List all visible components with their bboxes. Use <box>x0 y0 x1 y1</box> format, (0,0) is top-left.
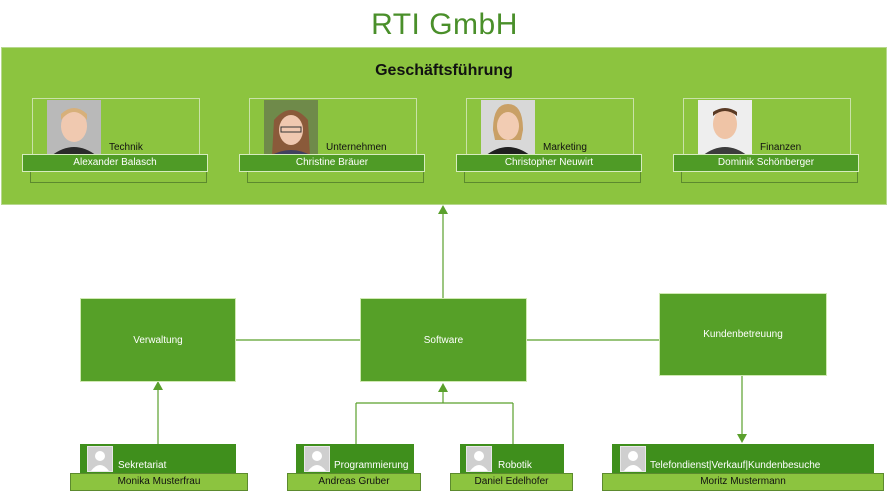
member-card-unternehmen: Unternehmen <box>249 98 417 170</box>
arrowhead-icon <box>438 205 448 214</box>
department-verwaltung: Verwaltung <box>80 298 236 382</box>
member-card-shadow <box>464 172 641 183</box>
staff-name-bar: Moritz Mustermann <box>602 473 884 491</box>
member-card-shadow <box>30 172 207 183</box>
staff-card-robotik: Robotik <box>460 444 564 474</box>
staff-name-bar: Daniel Edelhofer <box>450 473 573 491</box>
member-photo <box>481 100 535 156</box>
member-photo <box>47 100 101 156</box>
department-kundenbetreuung: Kundenbetreuung <box>659 293 827 376</box>
member-card-shadow <box>681 172 858 183</box>
member-card-technik: Technik <box>32 98 200 170</box>
member-photo <box>264 100 318 156</box>
staff-card-sekretariat: Sekretariat <box>80 444 236 474</box>
member-name-bar: Christine Bräuer <box>239 154 425 172</box>
member-role: Finanzen <box>760 142 802 153</box>
member-role: Marketing <box>543 142 587 153</box>
staff-card-programmierung: Programmierung <box>296 444 414 474</box>
department-software: Software <box>360 298 527 382</box>
arrowhead-icon <box>153 381 163 390</box>
staff-name-bar: Monika Musterfrau <box>70 473 248 491</box>
staff-name-bar: Andreas Gruber <box>287 473 421 491</box>
member-card-shadow <box>247 172 424 183</box>
person-silhouette-icon <box>87 446 113 472</box>
member-card-marketing: Marketing <box>466 98 634 170</box>
arrowhead-icon <box>737 434 747 443</box>
member-name-bar: Dominik Schönberger <box>673 154 859 172</box>
arrowhead-icon <box>438 383 448 392</box>
staff-role: Robotik <box>498 460 532 471</box>
staff-role: Programmierung <box>334 460 409 471</box>
staff-card-kundenbetreuung: Telefondienst|Verkauf|Kundenbesuche <box>612 444 874 474</box>
staff-role: Sekretariat <box>118 460 167 471</box>
staff-role: Telefondienst|Verkauf|Kundenbesuche <box>650 460 821 471</box>
member-role: Unternehmen <box>326 142 387 153</box>
person-silhouette-icon <box>466 446 492 472</box>
member-role: Technik <box>109 142 143 153</box>
person-silhouette-icon <box>620 446 646 472</box>
member-photo <box>698 100 752 156</box>
management-title: Geschäftsführung <box>375 62 513 79</box>
company-title: RTI GmbH <box>371 8 518 41</box>
member-name-bar: Alexander Balasch <box>22 154 208 172</box>
person-silhouette-icon <box>304 446 330 472</box>
member-name-bar: Christopher Neuwirt <box>456 154 642 172</box>
management-panel: Geschäftsführung Technik Alexander Balas… <box>1 47 887 205</box>
